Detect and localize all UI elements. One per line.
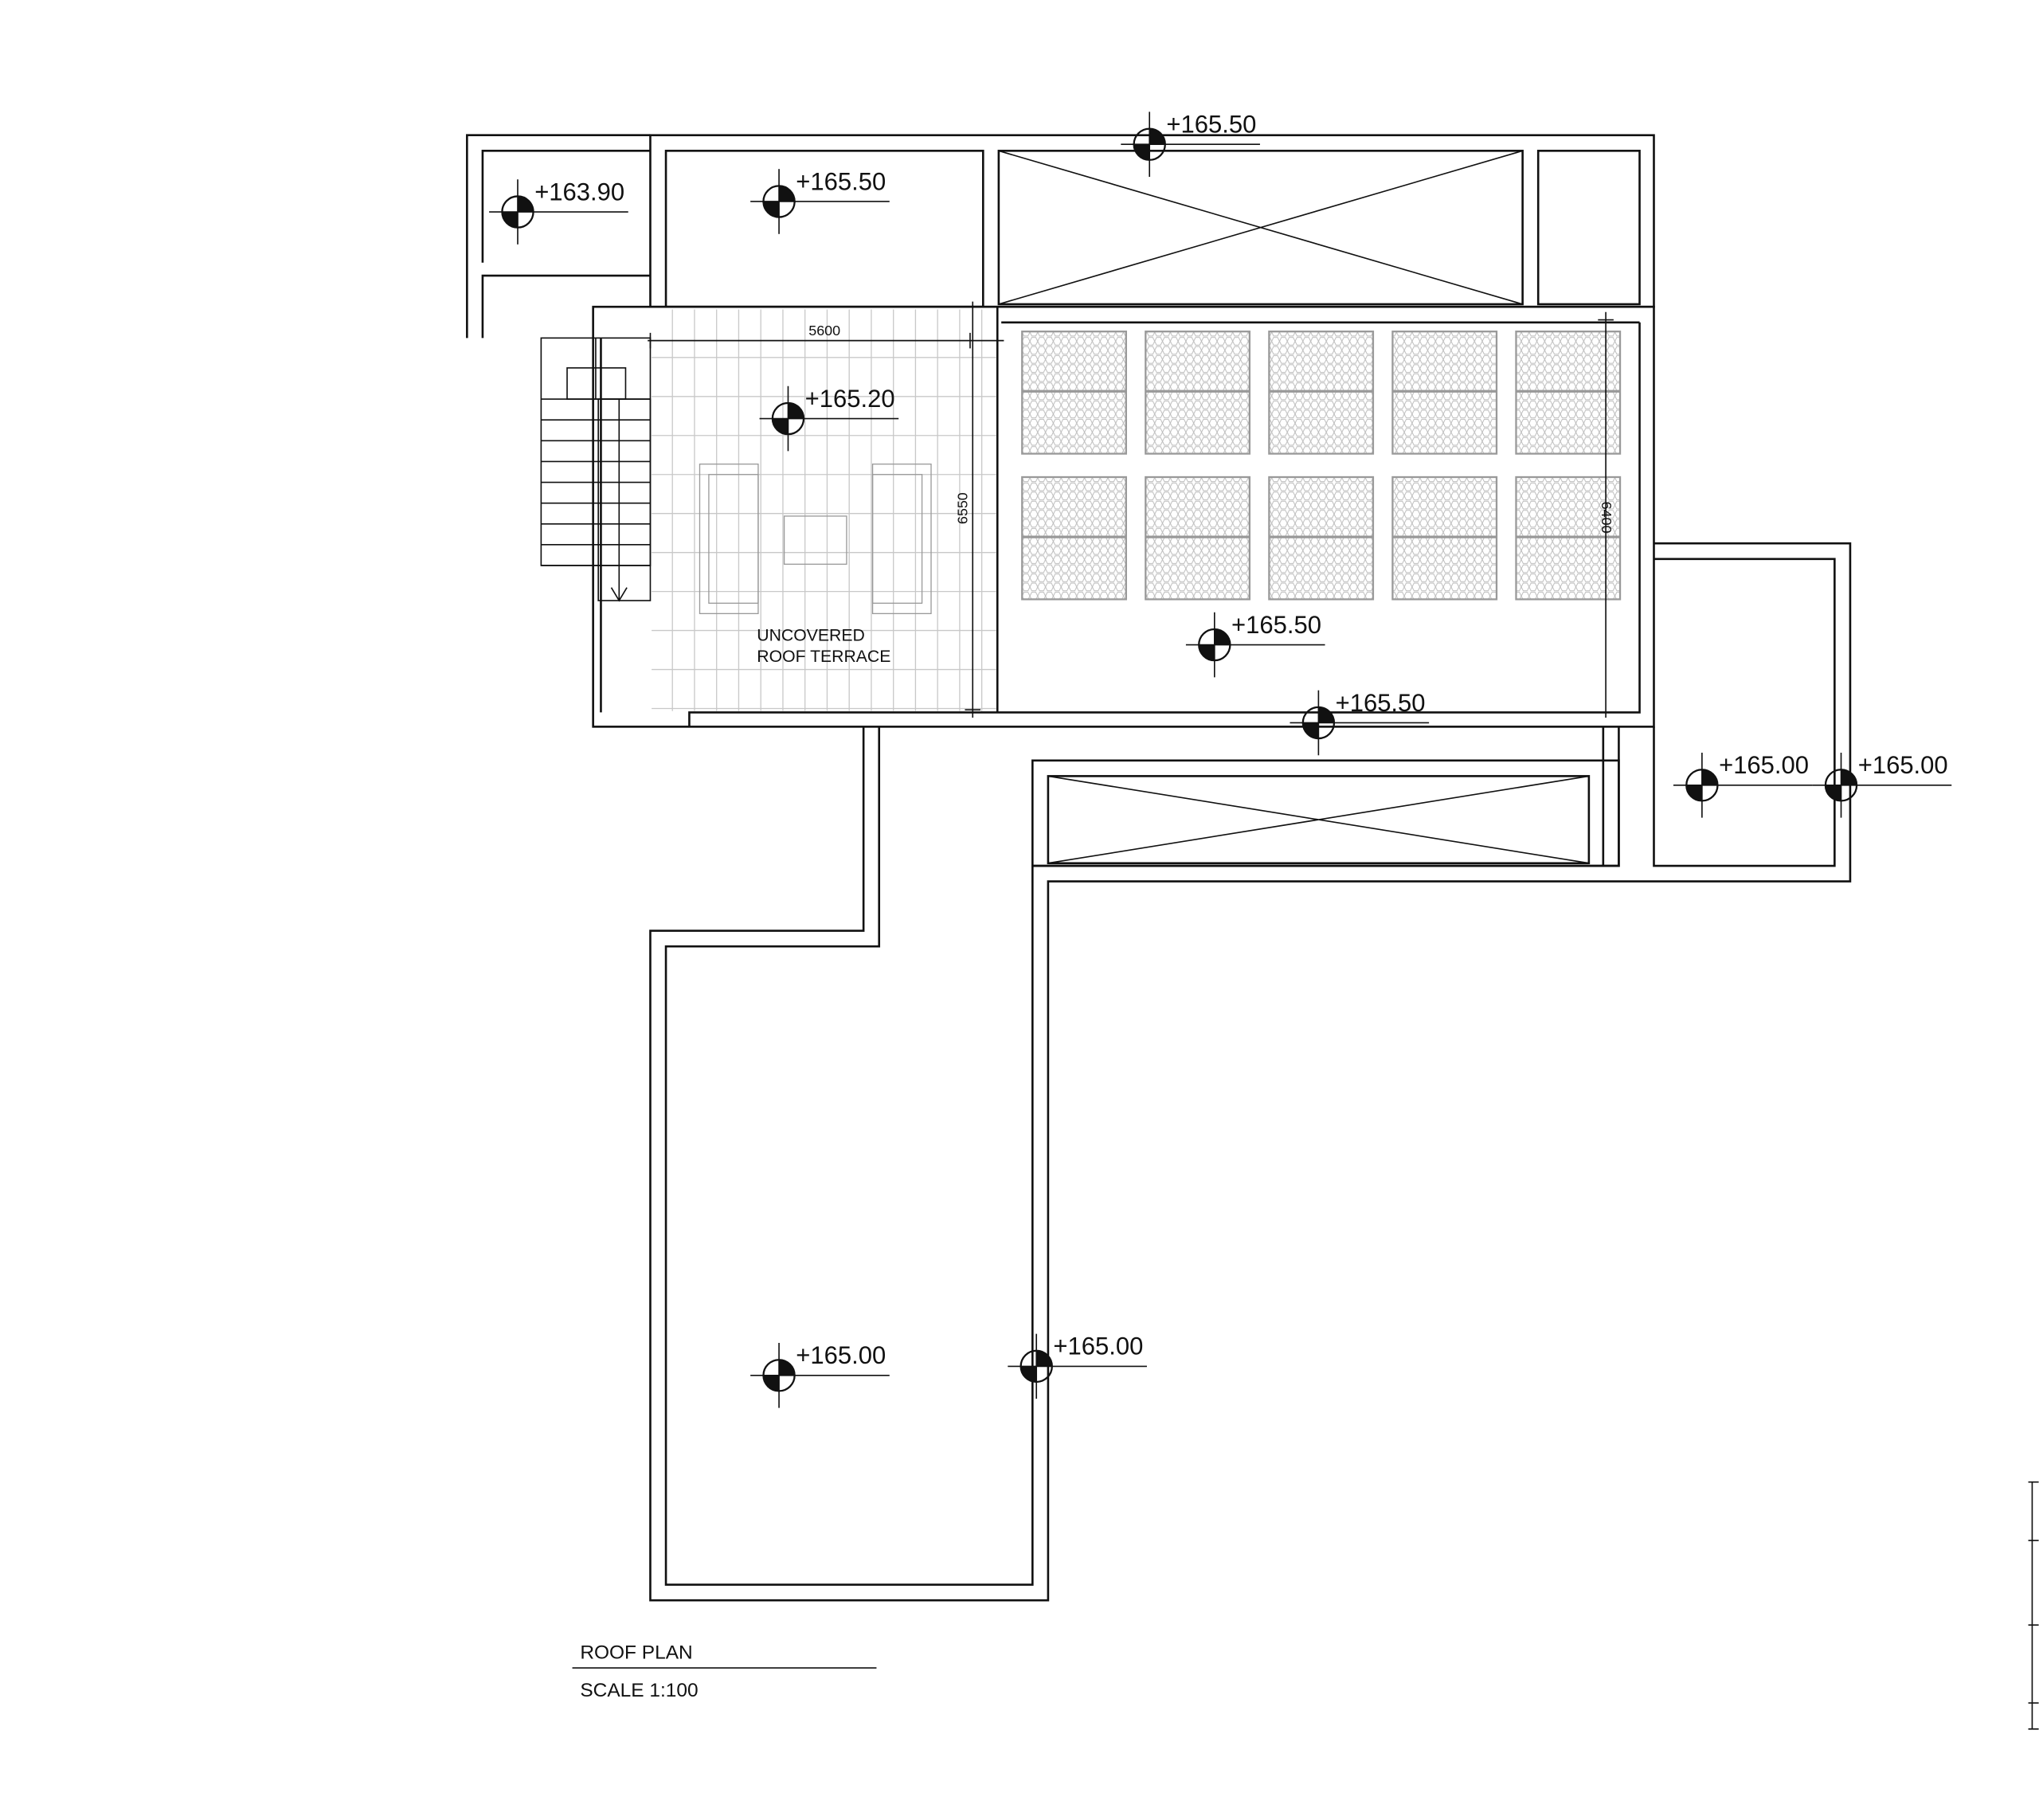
svg-text:6550: 6550 <box>955 492 971 524</box>
solar-panel <box>1145 331 1251 455</box>
level-label: +163.90 <box>534 178 624 205</box>
solar-panels <box>1021 331 1622 601</box>
level-label: +165.20 <box>805 385 895 413</box>
level-label: +165.50 <box>1336 689 1426 717</box>
level-marker: +165.50 <box>1121 110 1260 177</box>
void-top <box>997 150 1524 306</box>
drawing-scale: SCALE 1:100 <box>580 1680 698 1701</box>
stair <box>540 337 652 602</box>
level-marker: +165.00 <box>750 1341 890 1408</box>
level-marker: +165.50 <box>1185 611 1325 678</box>
level-label: +165.50 <box>1231 611 1321 639</box>
solar-panel <box>1021 331 1127 455</box>
level-marker: +165.00 <box>1812 751 1952 818</box>
solar-panel <box>1268 476 1375 601</box>
solar-panel <box>1145 476 1251 601</box>
svg-text:6400: 6400 <box>1599 502 1614 534</box>
level-label: +165.00 <box>1719 751 1809 779</box>
level-label: +165.00 <box>1858 751 1948 779</box>
edge-fragment <box>2028 1481 2039 1730</box>
level-marker: +165.00 <box>1673 751 1813 818</box>
dimension-terrace-depth: 6550 <box>955 301 981 718</box>
dimension-solar-depth: 6400 <box>1598 311 1614 718</box>
level-label: +165.50 <box>796 167 886 195</box>
level-marker: +165.50 <box>750 167 890 234</box>
level-marker: +165.20 <box>759 385 899 452</box>
level-label: +165.00 <box>1053 1333 1143 1360</box>
level-marker: +165.00 <box>1008 1333 1147 1399</box>
solar-panel <box>1268 331 1375 455</box>
drawing-title: ROOF PLAN <box>580 1642 692 1664</box>
solar-panel <box>1515 476 1622 601</box>
walls <box>466 134 1852 1602</box>
level-label: +165.00 <box>796 1341 886 1369</box>
level-marker: +163.90 <box>489 178 628 245</box>
solar-panel <box>1391 331 1498 455</box>
solar-panel <box>1391 476 1498 601</box>
level-marker: +165.50 <box>1290 689 1430 756</box>
terrace-label-line1: UNCOVERED <box>757 627 864 645</box>
title-block: ROOF PLAN SCALE 1:100 <box>572 1642 877 1701</box>
solar-panel <box>1021 476 1127 601</box>
terrace-tiling <box>652 309 996 711</box>
level-label: +165.50 <box>1166 110 1256 138</box>
terrace-furniture <box>699 464 932 615</box>
solar-panel <box>1515 331 1622 455</box>
terrace-label-line2: ROOF TERRACE <box>757 648 890 666</box>
dimension-terrace-width: 5600 <box>648 323 1004 349</box>
svg-text:5600: 5600 <box>808 323 840 339</box>
